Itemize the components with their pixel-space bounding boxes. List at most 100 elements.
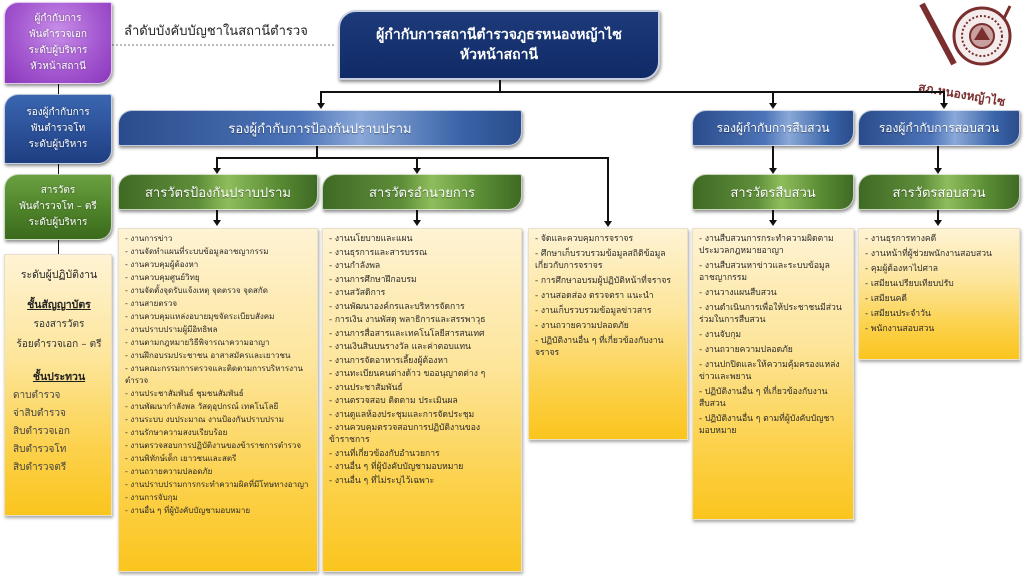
duty-item: - งานควบคุมผู้ต้องหา [125,260,199,269]
duty-item: - เสมียนคดี [865,294,907,304]
arrow-down-icon [769,168,777,174]
duty-item: - งานรักษาความสงบเรียบร้อย [125,427,228,437]
legend-level-1-line: หัวหน้าสถานี [30,61,86,72]
inspector-admin-box: สารวัตรอำนวยการ [322,174,522,210]
legend-level-2-line: พันตำรวจโท [30,123,86,134]
duties-inquiry-list: - งานธุรการทางคดี - งานหน้าที่ผู้ช่วยพนัก… [859,229,1019,342]
officer-rank: ร้อยตำรวจเอก – ตรี [16,339,102,350]
nco-rank: จ่าสิบตำรวจ [13,408,66,419]
officer-rank-heading: ชั้นสัญญาบัตร [27,299,91,311]
duty-item: - งานทะเบียนคนต่างด้าว ขออนุญาตต่าง ๆ [329,369,486,379]
duties-admin-list: - งานนโยบายและแผน- งานธุรการและสารบรรณ- … [323,229,521,492]
duty-item: - งานจัดตั้งจุดรับแจ้งเหตุ จุดตรวจ จุดสก… [125,286,268,295]
arrow-down-icon [413,168,421,174]
duty-item: - งานปราบปรามผู้มีอิทธิพล [125,325,218,334]
connector [772,146,774,168]
connector [216,210,218,220]
duty-item: - งานเก็บรวบรวมข้อมูลข่าวสาร [535,306,652,316]
arrow-down-icon [934,168,942,174]
duty-item: - งานสืบสวนหาข่าวและระบบข้อมูลอาชญากรรม [699,261,830,283]
duties-prevention-box: - งานการข่าว - งานจัดทำแผนที่ระบบข้อมูลอา… [118,228,318,572]
arrow-down-icon [604,221,612,227]
duties-investigation-list: - งานสืบสวนการกระทำความผิดตามประมวลกฎหมา… [693,229,853,444]
connector [320,91,945,93]
legend-level-4-title: ระดับผู้ปฏิบัติงาน [20,269,98,281]
duty-item: - ศึกษาเก็บรวบรวมข้อมูลสถิติข้อมูลเกี่ยว… [535,249,666,271]
duty-item: - งานถวายความปลอดภัย [535,321,629,331]
connector [416,210,418,220]
arrow-down-icon [769,220,777,226]
duty-item: - งานประชาสัมพันธ์ ชุมชนสัมพันธ์ [125,388,244,398]
arrow-down-icon [769,103,777,109]
nco-rank: สิบตำรวจเอก [13,426,70,437]
duty-item: - คุมผู้ต้องหาไปศาล [865,264,939,274]
duty-item: - งานการจัดอาหารเลี้ยงผู้ต้องหา [329,355,448,366]
chart-caption: ลำดับบังคับบัญชาในสถานีตำรวจ [124,24,308,39]
duty-item: - งานตรวจสอบ ติดตาม ประเมินผล [329,396,458,406]
legend-connector [58,240,59,254]
duty-item: - งานตรวจสอบการปฏิบัติงานของข้าราชการตำร… [125,440,302,450]
inspector-investigation-box: สารวัตรสืบสวน [692,174,854,210]
duty-item: - งานเงินสินบนรางวัล และค่าตอบแทน [329,342,471,352]
legend-level-3-line: ระดับผู้บริหาร [28,217,88,228]
arrow-down-icon [317,103,325,109]
duty-item: - งานระบบ งบประมาณ งานป้องกันปราบปราม [125,414,285,424]
legend-level-2-line: รองผู้กำกับการ [26,107,90,118]
duties-traffic-box: - จัดและควบคุมการจราจร- ศึกษาเก็บรวบรวมข… [528,228,688,440]
duty-item: - เสมียนเปรียบเทียบปรับ [865,279,954,289]
duties-traffic-list: - จัดและควบคุมการจราจร- ศึกษาเก็บรวบรวมข… [529,229,687,366]
station-logo: สภ.หนองหญ้าไซ [906,0,1024,109]
connector [316,146,318,158]
legend-level-1-line: ระดับผู้บริหาร [28,45,88,56]
arrow-down-icon [934,220,942,226]
connector [499,80,501,92]
duty-item: - งานธุรการทางคดี [865,234,937,244]
connector [416,157,418,168]
police-seal-icon [919,2,1012,66]
duty-item: - งานจับกุม [699,330,742,340]
duty-item: - งานการจับกุม [125,492,178,502]
duty-item: - งานตามกฎหมายวิธีพิจารณาความอาญา [125,338,270,347]
legend-level-4: ระดับผู้ปฏิบัติงาน ชั้นสัญญาบัตร รองสารว… [4,254,112,516]
duty-item: - งานการสื่อสารและเทคโนโลยีสารสนเทศ [329,328,485,339]
logo-text: สภ.หนองหญ้าไซ [917,79,1007,110]
connector [937,210,939,220]
duty-item: - การศึกษาอบรมผู้ปฏิบัติหน้าที่จราจร [535,276,671,286]
duty-item: - งานประชาสัมพันธ์ [329,382,403,393]
duty-item: - การเงิน งานพัสดุ พลาธิการและสรรพาวุธ [329,315,486,325]
duty-item: - งานการศึกษาฝึกอบรม [329,274,417,285]
connector [216,157,218,168]
duty-item: - งานปราบปรามการกระทำความผิดที่มีโทษทางอ… [125,479,309,489]
duties-inquiry-box: - งานธุรการทางคดี - งานหน้าที่ผู้ช่วยพนัก… [858,228,1020,360]
duty-item: - งานควบคุมศูนย์วิทยุ [125,273,200,282]
duty-item: - งานพัฒนาองค์กรและบริหารจัดการ [329,301,465,312]
duty-item: - งานกำลังพล [329,261,381,271]
duty-item: - งานหน้าที่ผู้ช่วยพนักงานสอบสวน [865,249,992,259]
duty-item: - งานควบคุมตรวจสอบการปฏิบัติงานของข้าราช… [329,423,481,445]
duties-admin-box: - งานนโยบายและแผน- งานธุรการและสารบรรณ- … [322,228,522,572]
legend-level-3: สารวัตร พันตำรวจโท – ตรี ระดับผู้บริหาร [4,174,112,240]
duty-item: - งานถวายความปลอดภัย [125,466,213,476]
duty-item: - งานดำเนินการเพื่อให้ประชาชนมีส่วนร่วมใ… [699,303,842,325]
legend-level-1: ผู้กำกับการ พันตำรวจเอก ระดับผู้บริหาร ห… [4,2,112,84]
connector [937,146,939,168]
duty-item: - งานคณะกรรมการตรวจและติดตามการบริหารงาน… [125,364,304,385]
arrow-down-icon [940,103,948,109]
duty-item: - งานสายตรวจ [125,299,178,308]
duty-item: - งานจัดทำแผนที่ระบบข้อมูลอาชญากรรม [125,247,269,256]
duty-item: - งานปกปิดและให้ความคุ้มครองแหล่งข่าวและ… [699,360,840,382]
deputy-prevention-box: รองผู้กำกับการป้องกันปราบปราม [118,110,522,146]
duty-item: - งานการข่าว [125,234,173,243]
caption-divider [112,44,334,46]
connector [320,91,322,103]
duty-item: - งานอื่น ๆ ที่ไม่ระบุไว้เฉพาะ [329,475,435,486]
duty-item: - งานสอดส่อง ตรวจตรา แนะนำ [535,291,654,301]
nco-rank: ดาบตำรวจ [13,390,61,401]
connector [607,157,609,221]
connector [216,157,608,159]
duty-item: - งานดูแลห้องประชุมและการจัดประชุม [329,409,475,420]
arrow-down-icon [413,220,421,226]
duty-item: - งานถวายความปลอดภัย [699,345,793,355]
legend-connector [58,164,59,174]
superintendent-box: ผู้กำกับการสถานีตำรวจภูธรหนองหญ้าไซ หัวห… [338,10,660,80]
